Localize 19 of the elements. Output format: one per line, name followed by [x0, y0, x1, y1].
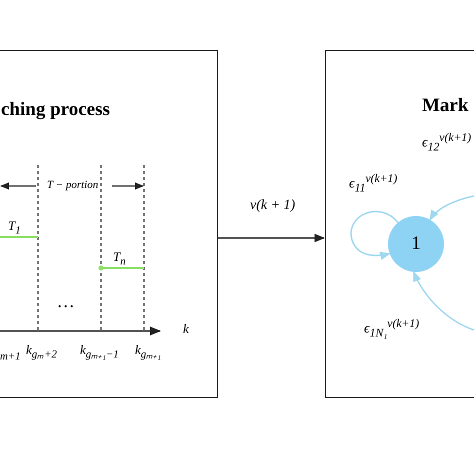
- panel-box: [325, 50, 474, 398]
- panel-title: ching process: [1, 99, 110, 121]
- axis-label: k$_{gₘ₊₁}$: [135, 343, 161, 360]
- axis-label: T$_{n}$: [113, 250, 126, 268]
- axis-label: k$_{gₘ₊₁−1}$: [80, 343, 119, 360]
- panel-title: Mark: [422, 95, 468, 117]
- axis-label: T$_{1}$: [8, 219, 21, 236]
- panel-box: [0, 50, 218, 398]
- axis-label: …: [58, 292, 74, 310]
- axis-label: k: [183, 322, 189, 335]
- arrow: [218, 234, 326, 242]
- axis-label: m+1: [0, 350, 21, 362]
- self-loop-arrow: [350, 210, 399, 260]
- arrow: [429, 195, 474, 221]
- state-label: 1: [410, 233, 422, 255]
- axis-label: T − portion: [47, 180, 98, 191]
- axis-label: k$_{gₘ+2}$: [26, 343, 57, 360]
- arrow: [412, 270, 474, 331]
- edge-label: ν(k + 1): [250, 198, 296, 214]
